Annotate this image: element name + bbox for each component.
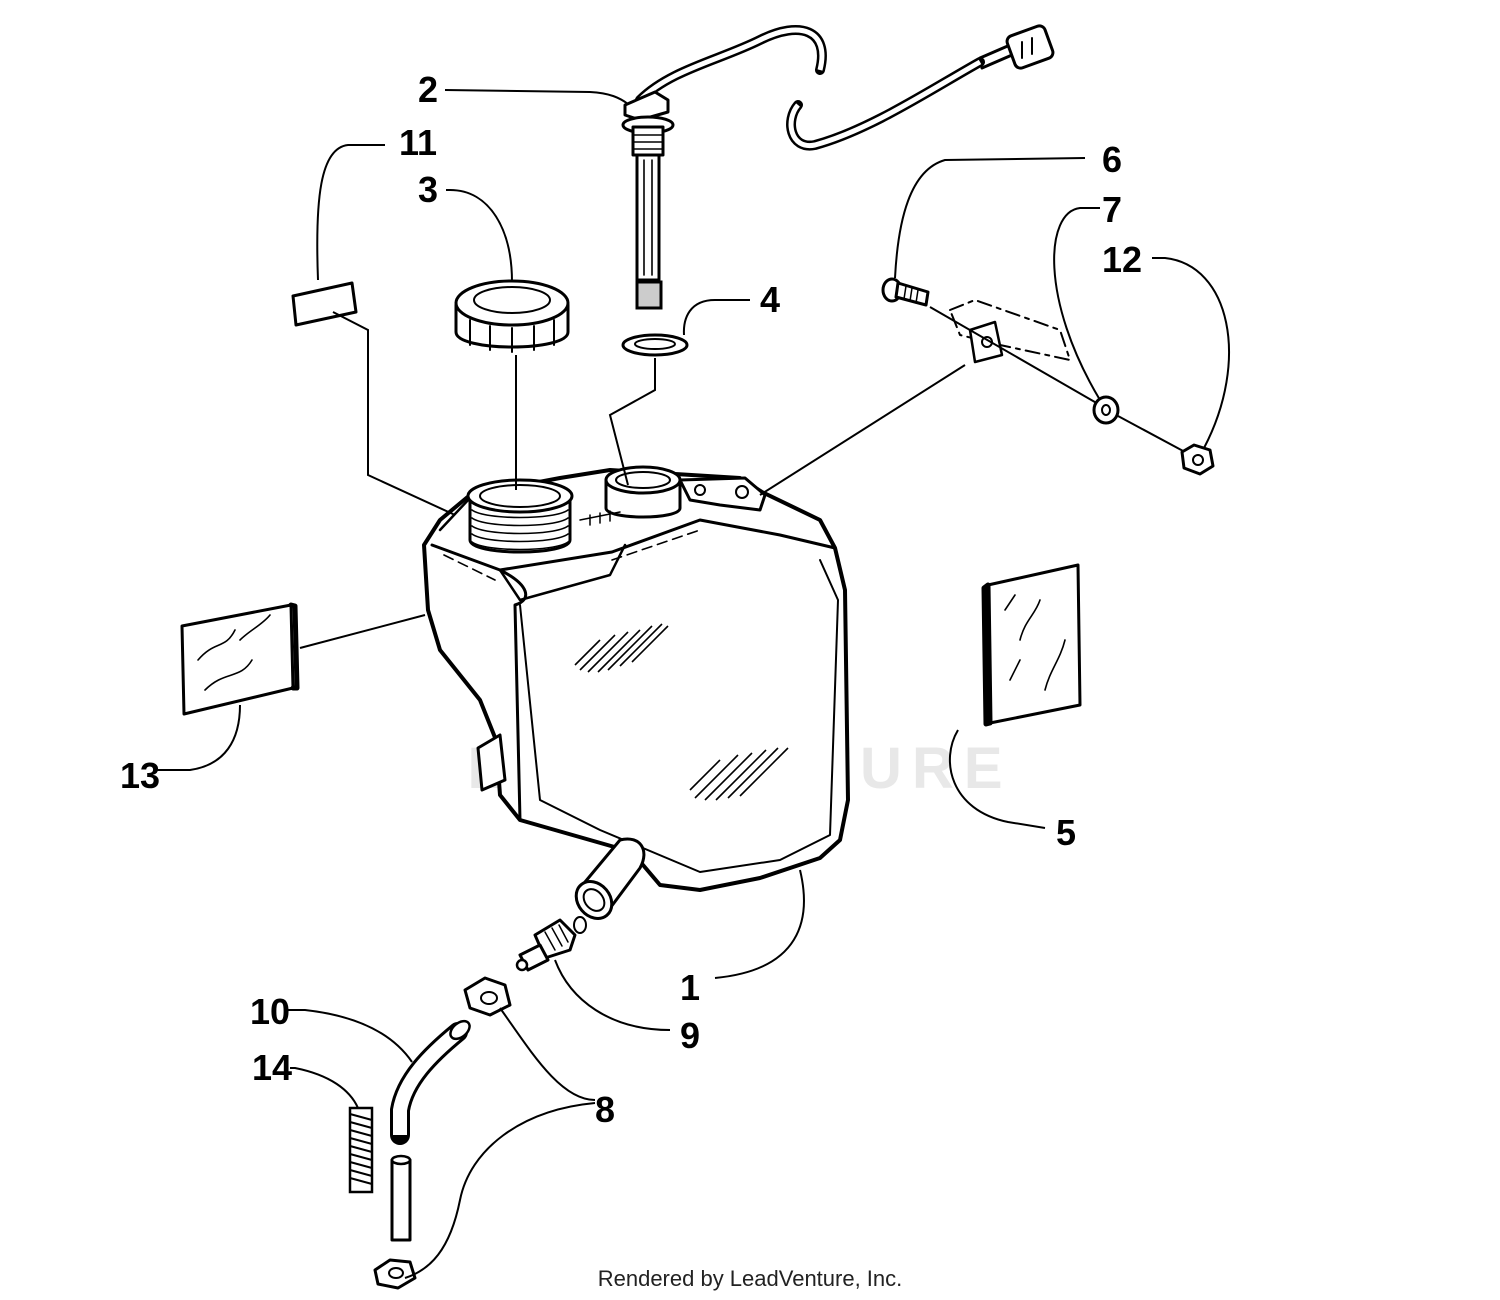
callout-5: 5	[1056, 812, 1076, 853]
callout-9: 9	[680, 1015, 700, 1056]
hose-spring	[348, 1106, 374, 1194]
callout-8: 8	[595, 1089, 615, 1130]
filler-cap	[454, 279, 570, 353]
callout-2: 2	[418, 69, 438, 110]
gasket	[621, 333, 689, 357]
hose-clamp-upper	[463, 976, 512, 1017]
callout-1: 1	[680, 967, 700, 1008]
mounting-hardware	[881, 277, 1215, 476]
callout-3: 3	[418, 169, 438, 210]
label-small	[291, 281, 358, 327]
callout-13: 13	[120, 755, 160, 796]
callout-12: 12	[1102, 239, 1142, 280]
callout-7: 7	[1102, 189, 1122, 230]
decal-right	[981, 563, 1082, 727]
callout-labels: 1 2 3 4 5 6 7 8 9 10 11 12 13 14	[120, 69, 1142, 1130]
callout-4: 4	[760, 279, 780, 320]
decal-left	[180, 602, 300, 716]
oil-hose	[390, 1019, 471, 1242]
callout-6: 6	[1102, 139, 1122, 180]
callout-14: 14	[252, 1047, 292, 1088]
outlet-fitting	[515, 916, 587, 972]
oil-tank	[422, 465, 850, 920]
leader-lines	[155, 89, 1230, 1279]
callout-11: 11	[399, 122, 437, 163]
hose-clamp-lower	[373, 1258, 417, 1290]
level-sensor	[621, 24, 1055, 310]
rendered-by-credit: Rendered by LeadVenture, Inc.	[597, 1266, 903, 1291]
callout-10: 10	[250, 991, 290, 1032]
